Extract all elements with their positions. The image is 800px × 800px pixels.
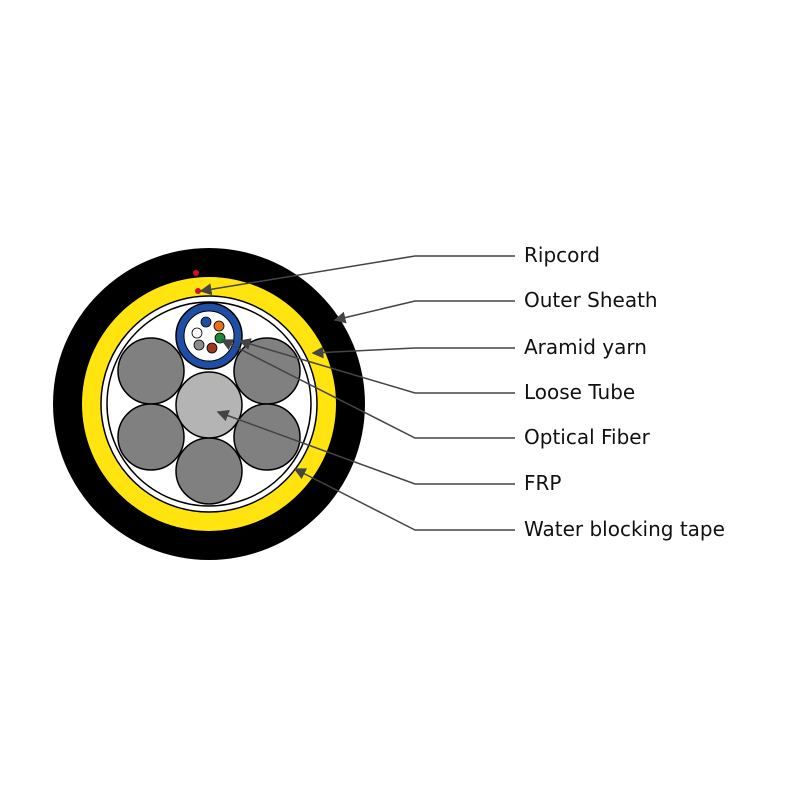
fiber-orange [213, 320, 225, 332]
label-ripcord: Ripcord [524, 243, 600, 267]
ripcord-dot [193, 270, 199, 276]
leader-frp [216, 409, 515, 485]
strength-member [233, 403, 301, 471]
fiber-grey [193, 339, 205, 351]
fiber-brown [206, 342, 218, 354]
strength-member [117, 337, 185, 405]
strength-member [233, 337, 301, 405]
label-outer-sheath: Outer Sheath [524, 288, 658, 312]
leader-loose-tube [238, 338, 515, 394]
label-optical-fiber: Optical Fiber [524, 425, 650, 449]
label-water-blocking-tape: Water blocking tape [524, 517, 725, 541]
frp-core [175, 371, 243, 439]
leader-optical-fiber [220, 339, 515, 439]
fiber-blue [200, 316, 212, 328]
leader-lines [199, 255, 515, 531]
leader-aramid-yarn [311, 346, 515, 359]
ripcord-dot [195, 288, 201, 294]
label-loose-tube: Loose Tube [524, 380, 636, 404]
strength-member [175, 437, 243, 505]
label-frp: FRP [524, 471, 562, 495]
strength-member [117, 403, 185, 471]
fiber-white [191, 327, 203, 339]
leader-outer-sheath [333, 300, 515, 324]
label-aramid-yarn: Aramid yarn [524, 335, 647, 359]
leader-ripcord [199, 255, 515, 296]
leader-water-blocking-tape [293, 468, 515, 531]
